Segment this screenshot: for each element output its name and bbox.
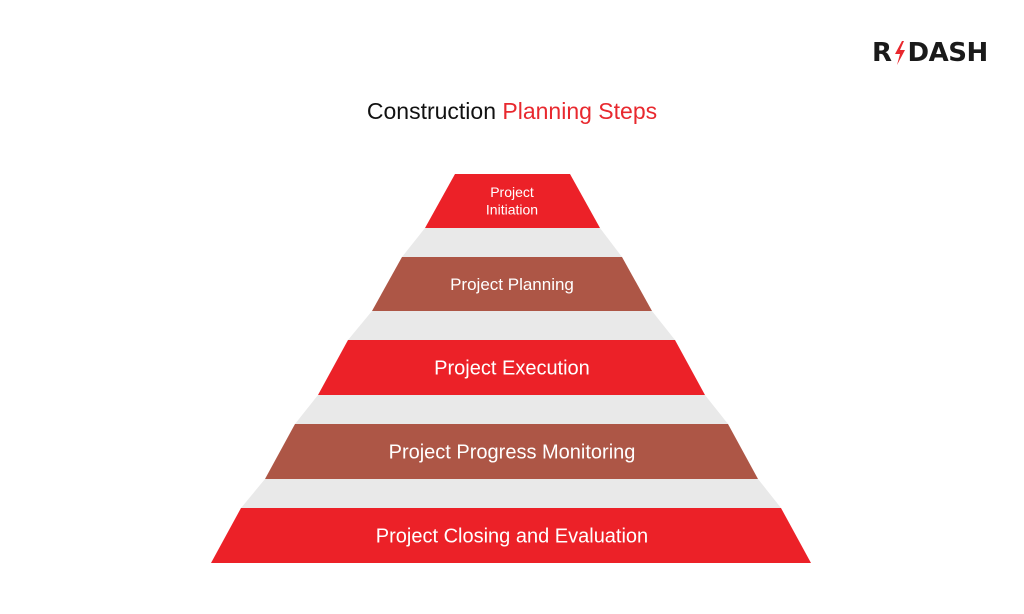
tier-shadow-2 <box>348 311 675 340</box>
pyramid-tier-2: Project Planning <box>372 257 652 311</box>
title-accent: Planning Steps <box>502 98 658 124</box>
pyramid-tier-3: Project Execution <box>318 340 705 395</box>
logo-text-right: DASH <box>907 38 989 68</box>
tier-label: Project Progress Monitoring <box>389 442 636 464</box>
tier-shape <box>318 340 705 395</box>
title-prefix: Construction <box>366 98 496 124</box>
page-title: Construction Planning Steps <box>0 98 1024 125</box>
tier-label: Project Planning <box>450 275 574 294</box>
lightning-bolt-icon <box>894 41 905 65</box>
tier-shape <box>211 508 811 563</box>
pyramid-shadows <box>241 228 781 508</box>
tier-shadow-4 <box>241 479 781 508</box>
rdash-logo: R DASH <box>872 38 988 68</box>
tier-label: Project Execution <box>434 358 590 380</box>
tier-shadow-1 <box>402 228 622 257</box>
pyramid-tier-5: Project Closing and Evaluation <box>211 508 811 563</box>
pyramid-tier-4: Project Progress Monitoring <box>265 424 758 479</box>
tier-shape <box>372 257 652 311</box>
tier-label: Project Closing and Evaluation <box>376 526 648 548</box>
logo-text-left: R <box>872 38 892 68</box>
tier-shape <box>425 174 600 228</box>
tier-label: Project <box>490 184 534 200</box>
tier-shape <box>265 424 758 479</box>
tier-label: Initiation <box>486 202 538 218</box>
tier-shadow-3 <box>295 395 728 424</box>
